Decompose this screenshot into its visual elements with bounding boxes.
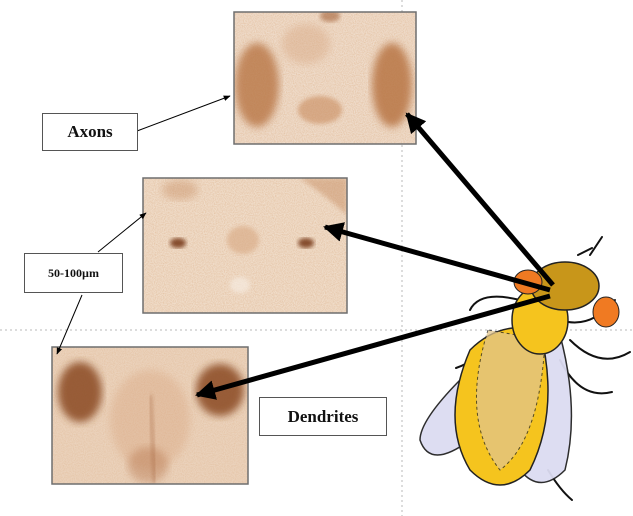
scale-label: 50-100µm (24, 253, 123, 293)
micrograph-dendrites (52, 347, 248, 484)
micrograph-axons (234, 10, 416, 144)
dendrites-label: Dendrites (259, 397, 387, 436)
micrograph-middle (143, 178, 347, 313)
axons-pointer (137, 96, 230, 131)
drosophila-fly-icon (420, 237, 630, 500)
axons-label: Axons (42, 113, 138, 151)
